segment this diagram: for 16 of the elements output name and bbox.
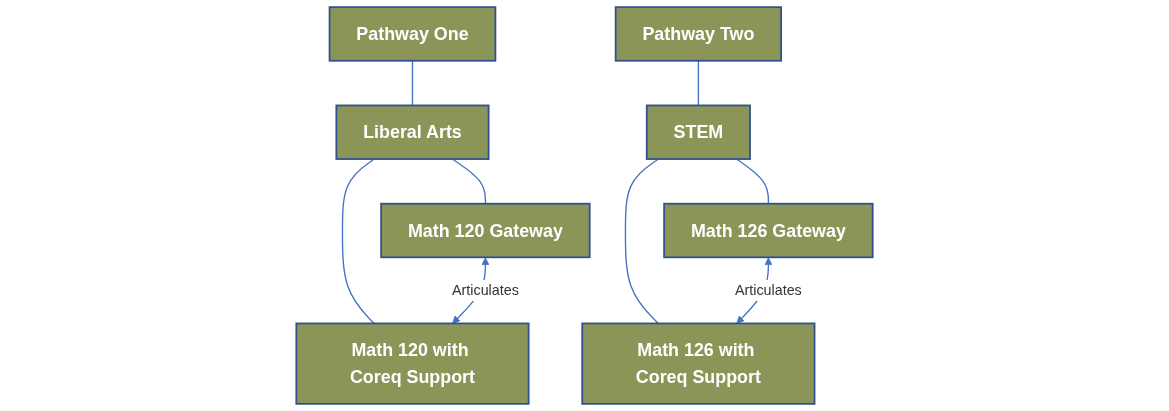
edge-label: Articulates [452, 282, 519, 298]
node-box: Pathway Two [614, 6, 783, 62]
node-box: Liberal Arts [335, 104, 490, 160]
connector [451, 158, 487, 205]
node-box: STEM [645, 104, 751, 160]
connector [697, 60, 700, 107]
connector [735, 158, 770, 205]
node-box: Math 126 Gateway [663, 202, 874, 259]
node-box: Pathway One [328, 6, 497, 62]
edge-label: Articulates [735, 282, 802, 298]
node-box: Math 120 with Coreq Support [295, 322, 530, 405]
connector [411, 60, 414, 107]
node-box: Math 120 Gateway [380, 202, 591, 259]
node-box: Math 126 with Coreq Support [581, 322, 816, 405]
connector [624, 158, 660, 325]
connector [341, 158, 375, 325]
